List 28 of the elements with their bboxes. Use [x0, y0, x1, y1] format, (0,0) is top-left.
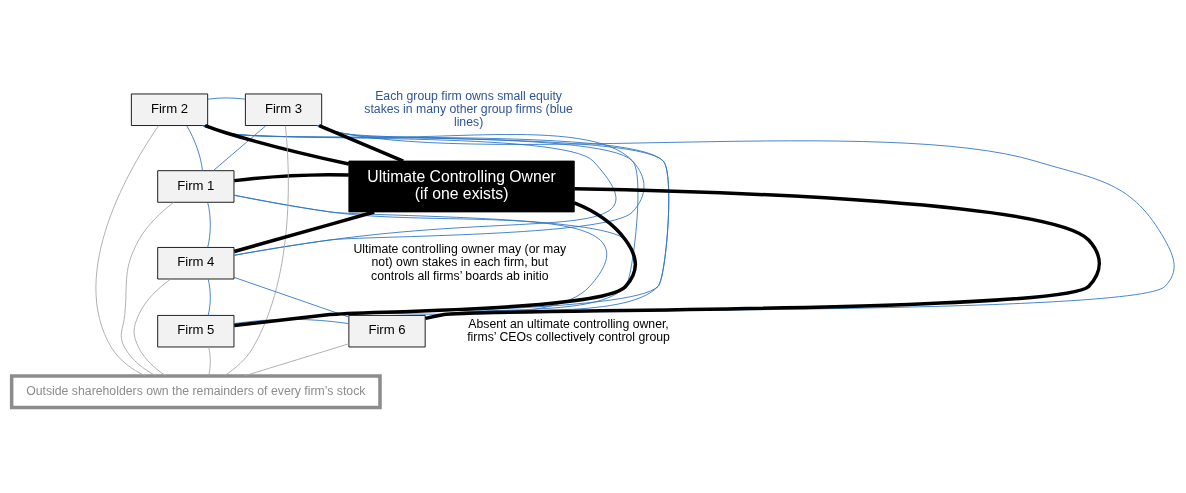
- label: Ultimate controlling owner may (or may not) own stakes in each firm, but controls all firms’ boards ab initio: [353, 241, 567, 283]
- node-box: Firm 2: [130, 93, 209, 126]
- node-box: Outside shareholders own the remainders of every firm’s stock: [9, 373, 382, 409]
- connector: [207, 96, 246, 100]
- connector: [120, 201, 175, 376]
- connector: [233, 209, 375, 253]
- connector: [213, 124, 267, 171]
- connector: [133, 278, 171, 376]
- node-box: Firm 1: [157, 169, 235, 203]
- connector: [318, 123, 404, 163]
- connector: [208, 346, 211, 376]
- connector: [233, 276, 350, 318]
- connector: [204, 123, 350, 166]
- connector: [234, 172, 349, 182]
- label: Absent an ultimate controlling owner, firms’ CEOs collectively control group: [467, 316, 670, 344]
- connector: [224, 124, 289, 376]
- connector: [244, 342, 350, 376]
- node-box: Firm 5: [157, 314, 235, 347]
- node-box: Firm 6: [348, 314, 426, 347]
- node-box: Firm 3: [244, 93, 323, 126]
- label: Each group firm owns small equity stakes in many other group firms (blue lines): [364, 88, 573, 129]
- node-box: Ultimate Controlling Owner (if one exists): [348, 160, 575, 212]
- connector: [207, 201, 211, 248]
- connector: [186, 124, 203, 171]
- connector: [207, 278, 211, 316]
- connector: [95, 124, 159, 376]
- node-box: Firm 4: [157, 246, 235, 279]
- connector: [425, 186, 1101, 320]
